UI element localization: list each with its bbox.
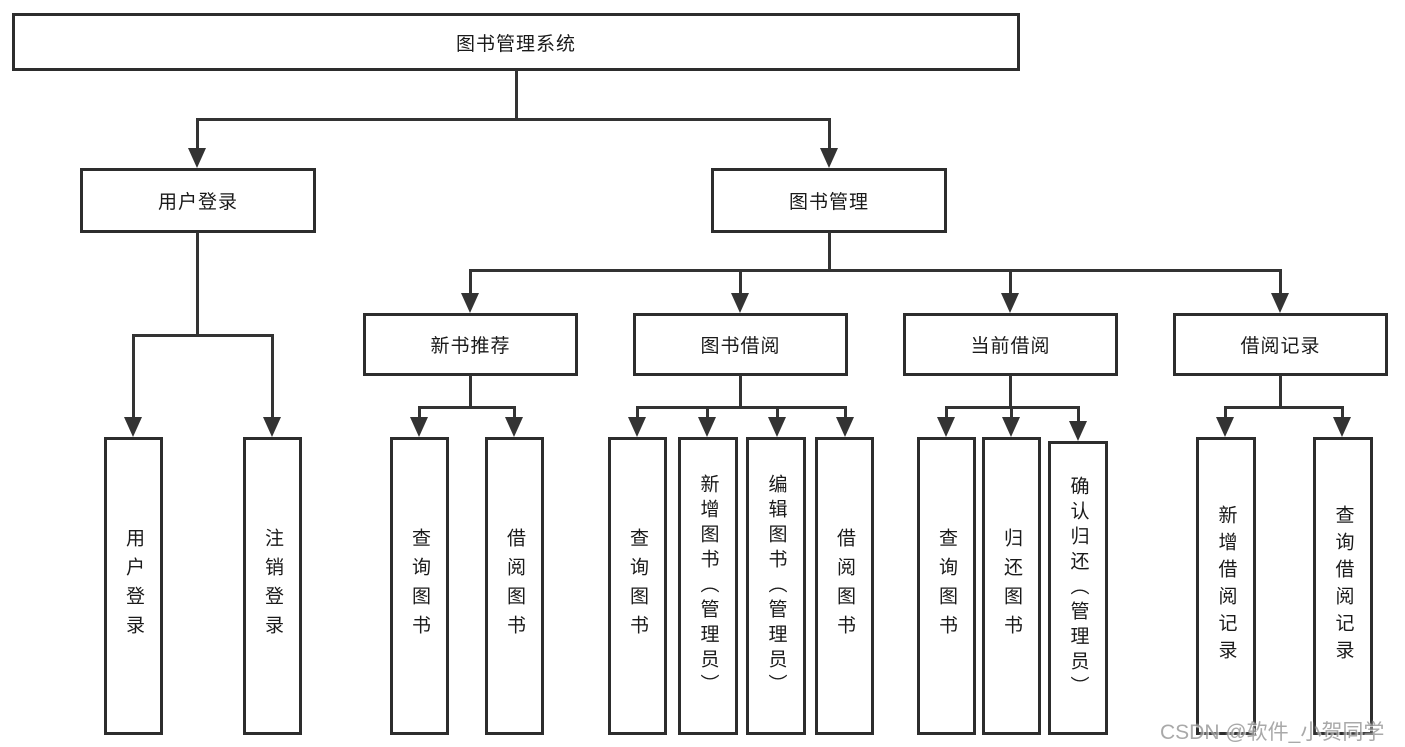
leaf-edit-book-admin-label: 编辑图书（管理员）	[765, 473, 787, 699]
leaf-edit-book-admin: 编辑图书（管理员）	[746, 437, 806, 735]
leaf-query-books-borrow-label: 查询图书	[627, 528, 648, 644]
arrow-down-icon	[461, 293, 479, 313]
arrow-down-icon	[937, 417, 955, 437]
connector-stem-new-book	[469, 375, 472, 408]
node-root: 图书管理系统	[12, 13, 1020, 71]
arrow-shaft	[636, 407, 639, 419]
arrow-down-icon	[188, 148, 206, 168]
arrow-shaft	[1279, 270, 1282, 295]
connector-rail-new-book	[418, 406, 516, 409]
leaf-confirm-return-admin-label: 确认归还（管理员）	[1067, 475, 1089, 701]
connector-stem-user-login	[196, 232, 199, 336]
arrow-shaft	[739, 270, 742, 295]
arrow-shaft	[418, 407, 421, 419]
leaf-add-borrow-record: 新增借阅记录	[1196, 437, 1256, 735]
connector-rail-book-borrow	[636, 406, 847, 409]
arrow-down-icon	[731, 293, 749, 313]
leaf-return-book-label: 归还图书	[1001, 528, 1022, 644]
node-book-management-label: 图书管理	[788, 192, 869, 213]
arrow-shaft	[844, 407, 847, 419]
node-book-borrow-label: 图书借阅	[700, 336, 781, 357]
leaf-user-login-label: 用户登录	[123, 528, 144, 644]
connector-stem-root	[515, 70, 518, 120]
leaf-borrow-books-borrow-label: 借阅图书	[834, 528, 855, 644]
connector-rail-level2	[196, 118, 831, 121]
arrow-shaft	[776, 407, 779, 419]
arrow-down-icon	[1069, 421, 1087, 441]
node-user-login-label: 用户登录	[157, 192, 238, 213]
node-borrow-records-label: 借阅记录	[1240, 336, 1321, 357]
arrow-down-icon	[1333, 417, 1351, 437]
node-book-borrow: 图书借阅	[633, 313, 848, 376]
arrow-shaft	[945, 407, 948, 419]
leaf-add-book-admin-label: 新增图书（管理员）	[697, 473, 719, 699]
leaf-borrow-books-recommend: 借阅图书	[485, 437, 544, 735]
connector-rail-user-login	[132, 334, 274, 337]
arrow-down-icon	[836, 417, 854, 437]
arrow-down-icon	[628, 417, 646, 437]
arrow-shaft	[271, 335, 274, 419]
leaf-confirm-return-admin: 确认归还（管理员）	[1048, 441, 1108, 735]
leaf-return-book: 归还图书	[982, 437, 1041, 735]
arrow-shaft	[513, 407, 516, 419]
connector-rail-borrow-records	[1224, 406, 1344, 409]
arrow-shaft	[706, 407, 709, 419]
node-current-borrow-label: 当前借阅	[970, 336, 1051, 357]
arrow-shaft	[1009, 270, 1012, 295]
arrow-shaft	[1077, 407, 1080, 423]
arrow-shaft	[1224, 407, 1227, 419]
node-user-login: 用户登录	[80, 168, 316, 233]
node-new-book-recommend: 新书推荐	[363, 313, 578, 376]
arrow-shaft	[469, 270, 472, 295]
leaf-user-login: 用户登录	[104, 437, 163, 735]
leaf-logout-label: 注销登录	[262, 528, 283, 644]
leaf-borrow-books-recommend-label: 借阅图书	[504, 528, 525, 644]
node-book-management: 图书管理	[711, 168, 947, 233]
leaf-query-borrow-record-label: 查询借阅记录	[1332, 505, 1354, 667]
connector-stem-current-borrow	[1009, 375, 1012, 408]
leaf-query-books-current-label: 查询图书	[936, 528, 957, 644]
leaf-query-books-recommend: 查询图书	[390, 437, 449, 735]
arrow-down-icon	[698, 417, 716, 437]
connector-rail-level3	[469, 269, 1282, 272]
arrow-down-icon	[410, 417, 428, 437]
node-current-borrow: 当前借阅	[903, 313, 1118, 376]
leaf-borrow-books-borrow: 借阅图书	[815, 437, 874, 735]
arrow-down-icon	[1001, 293, 1019, 313]
arrow-down-icon	[263, 417, 281, 437]
connector-stem-book-borrow	[739, 375, 742, 408]
arrow-down-icon	[768, 417, 786, 437]
leaf-logout: 注销登录	[243, 437, 302, 735]
arrow-shaft	[1010, 407, 1013, 419]
arrow-shaft	[828, 119, 831, 150]
arrow-down-icon	[124, 417, 142, 437]
connector-stem-book-management	[828, 232, 831, 271]
arrow-down-icon	[1002, 417, 1020, 437]
leaf-query-books-current: 查询图书	[917, 437, 976, 735]
leaf-query-books-borrow: 查询图书	[608, 437, 667, 735]
arrow-down-icon	[820, 148, 838, 168]
arrow-down-icon	[505, 417, 523, 437]
arrow-shaft	[196, 119, 199, 150]
node-new-book-recommend-label: 新书推荐	[430, 336, 511, 357]
arrow-shaft	[132, 335, 135, 419]
leaf-add-borrow-record-label: 新增借阅记录	[1215, 505, 1237, 667]
arrow-shaft	[1341, 407, 1344, 419]
csdn-watermark: CSDN @软件_小贺同学	[1160, 721, 1385, 744]
leaf-query-borrow-record: 查询借阅记录	[1313, 437, 1373, 735]
connector-stem-borrow-records	[1279, 375, 1282, 408]
arrow-down-icon	[1271, 293, 1289, 313]
leaf-add-book-admin: 新增图书（管理员）	[678, 437, 738, 735]
arrow-down-icon	[1216, 417, 1234, 437]
node-root-label: 图书管理系统	[455, 33, 576, 55]
node-borrow-records: 借阅记录	[1173, 313, 1388, 376]
leaf-query-books-recommend-label: 查询图书	[409, 528, 430, 644]
